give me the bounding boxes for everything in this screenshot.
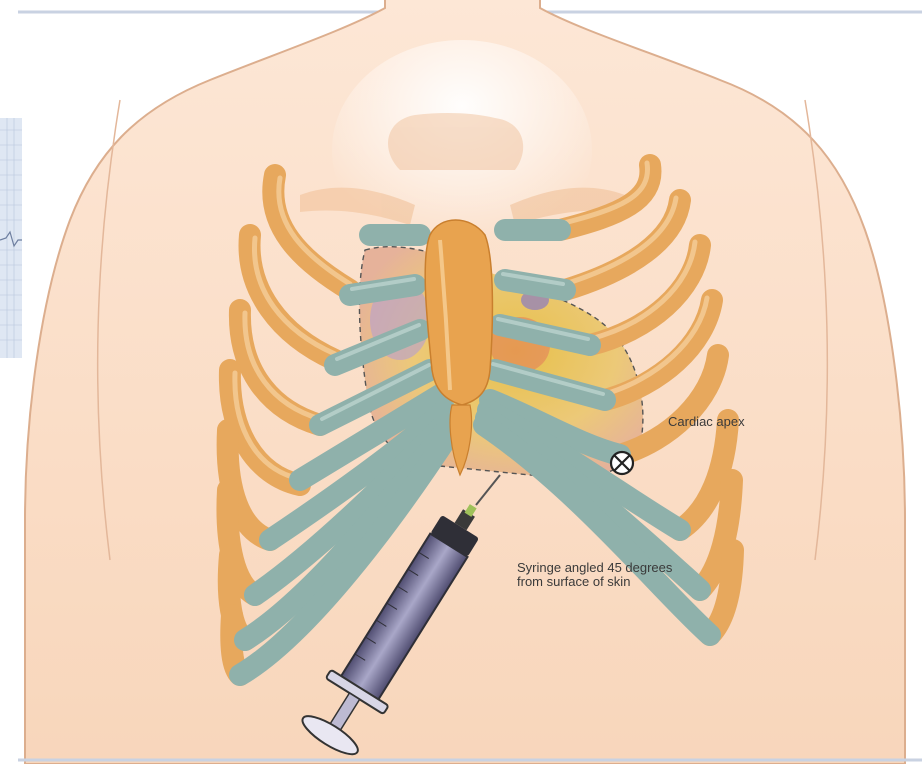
circled-x-icon bbox=[611, 452, 633, 474]
syringe-angle-label: Syringe angled 45 degrees from surface o… bbox=[517, 561, 672, 589]
ecg-strip bbox=[0, 118, 22, 358]
syringe-label-line-2: from surface of skin bbox=[517, 575, 672, 589]
cardiac-apex-label: Cardiac apex bbox=[668, 415, 745, 429]
syringe-label-line-1: Syringe angled 45 degrees bbox=[517, 561, 672, 575]
